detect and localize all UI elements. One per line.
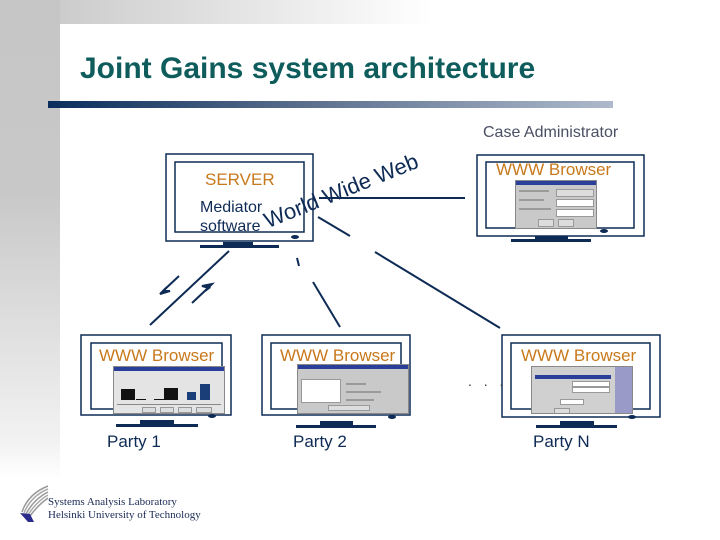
party-n-login-screenshot <box>531 366 633 414</box>
party-n-label: Party N <box>533 432 590 451</box>
mediator-software-label: Mediator software <box>200 198 262 236</box>
party-2-list-screenshot <box>297 364 409 414</box>
party-2-label: Party 2 <box>293 432 347 451</box>
power-led-icon <box>291 235 299 239</box>
arrow-down-left-icon <box>159 286 171 295</box>
top-gradient-band <box>0 0 720 24</box>
server-heading: SERVER <box>205 170 275 189</box>
slide-title: Joint Gains system architecture <box>80 52 536 85</box>
party-1-browser-label: WWW Browser <box>99 346 215 365</box>
hut-logo-icon <box>20 485 49 522</box>
server-monitor <box>165 153 314 248</box>
left-gradient-band <box>0 0 60 480</box>
title-rule <box>48 101 613 108</box>
mediator-line-2: software <box>200 218 261 235</box>
mediator-line-1: Mediator <box>200 199 263 216</box>
www-to-party-n-link <box>374 251 501 329</box>
footer-institution: Systems Analysis Laboratory Helsinki Uni… <box>48 496 201 522</box>
footer-university-name: Helsinki University of Technology <box>48 509 201 521</box>
footer-lab-name: Systems Analysis Laboratory <box>48 496 177 508</box>
www-tick-link <box>296 257 300 267</box>
connection-lines <box>149 197 501 329</box>
party-1-label: Party 1 <box>107 432 161 451</box>
party-n-browser-label: WWW Browser <box>521 346 637 365</box>
party-2-browser-label: WWW Browser <box>280 346 396 365</box>
admin-dialog-screenshot <box>515 180 597 229</box>
www-to-party-2-link <box>312 281 341 328</box>
data-flow-arrows <box>159 275 216 304</box>
www-to-server-link <box>317 216 351 237</box>
more-parties-ellipsis: . . . <box>468 373 508 389</box>
admin-browser-label: WWW Browser <box>496 160 612 179</box>
party-1-chart-screenshot <box>113 366 225 414</box>
arrow-up-right-icon <box>201 282 216 292</box>
server-to-party-1-link <box>149 250 230 326</box>
case-administrator-label: Case Administrator <box>483 124 619 141</box>
admin-monitor <box>476 154 645 242</box>
